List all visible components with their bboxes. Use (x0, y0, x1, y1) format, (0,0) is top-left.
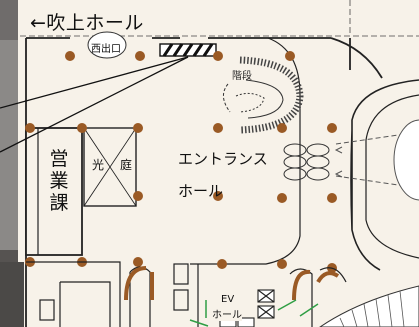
ev-hall-label: ホール (212, 306, 242, 321)
entrance-hall-boundary (190, 37, 301, 265)
revolving-door (283, 143, 330, 181)
leader-line-2 (0, 56, 189, 153)
entry-arrows (334, 131, 419, 189)
leader-line-1 (0, 56, 189, 109)
columns (25, 51, 337, 273)
right-inner-curve (365, 94, 419, 259)
door-hatching (162, 43, 214, 57)
right-white-feature (393, 119, 419, 201)
entrance-hall-label-line1: エントランス (178, 150, 268, 168)
courtyard-cross-b (83, 127, 137, 207)
right-curved-wall (350, 79, 419, 271)
entrance-hall-label-line2: ホール (178, 182, 224, 200)
courtyard-label-2: 庭 (120, 158, 133, 172)
photo-bottom-left (0, 262, 24, 327)
courtyard-label-1: 光 (92, 158, 105, 172)
sales-dept-label: 営業課 (49, 148, 69, 214)
green-path-arrows (189, 299, 319, 327)
west-exit-marker (87, 31, 127, 59)
west-exit-label: 西出口 (91, 44, 121, 55)
lower-right-stair-treads (339, 290, 405, 327)
sales-dept-room (25, 127, 83, 256)
ev-label: EV (221, 294, 235, 305)
lower-brown-walls (124, 266, 340, 301)
stairs-spiral (223, 56, 304, 134)
stairs-label: 階段 (232, 71, 252, 82)
title-label: ←吹上ホール (30, 12, 144, 34)
